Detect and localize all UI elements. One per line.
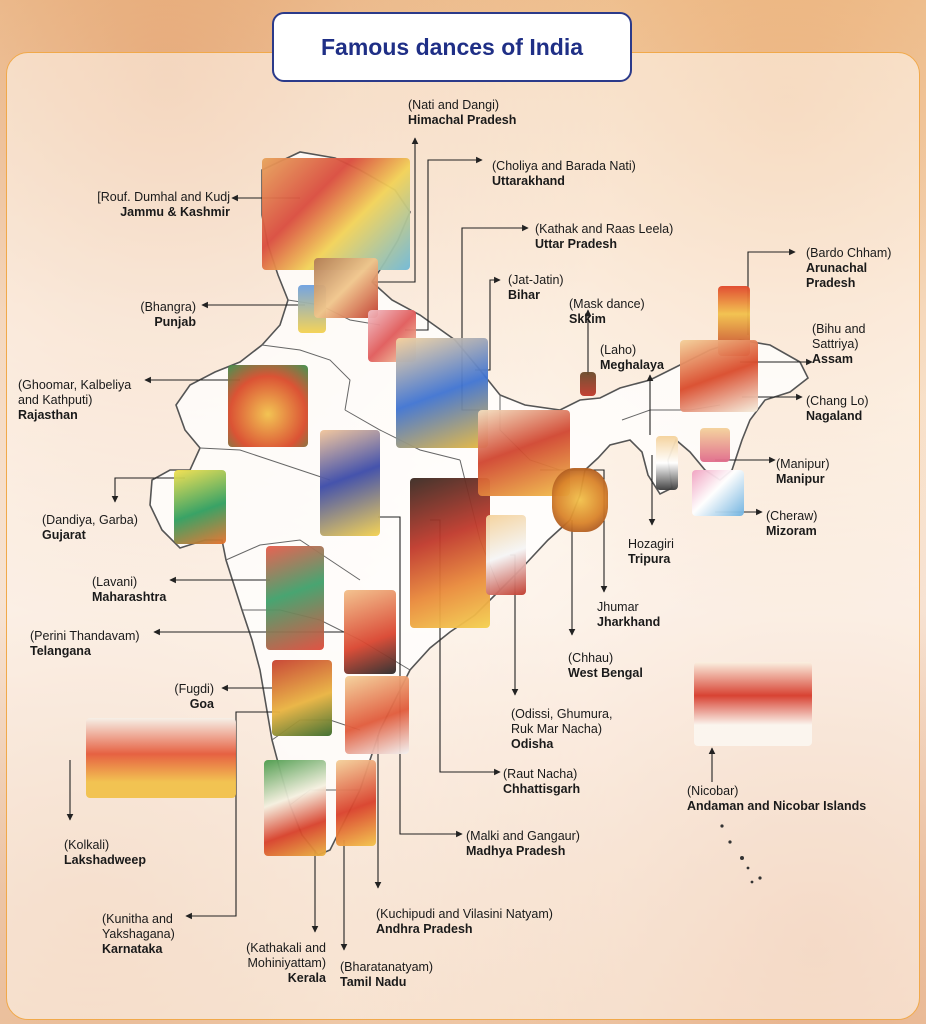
dancer-rajasthan <box>228 365 308 447</box>
label-odisha: (Odissi, Ghumura, Ruk Mar Nacha) Odisha <box>511 707 613 751</box>
label-maharashtra: (Lavani) Maharashtra <box>92 575 167 604</box>
label-uttar-pradesh: (Kathak and Raas Leela) Uttar Pradesh <box>535 222 674 251</box>
label-kerala: (Kathakali and Mohiniyattam) Kerala <box>246 941 326 985</box>
dancers-lakshadweep <box>86 718 236 798</box>
label-meghalaya: (Laho) Meghalaya <box>600 343 664 372</box>
dancers-manipur <box>700 428 730 462</box>
dancer-goa <box>272 660 332 736</box>
dancers-jammu-kashmir <box>262 158 410 270</box>
label-chhattisgarh: (Raut Nacha) Chhattisgarh <box>503 767 581 796</box>
dancer-telangana <box>344 590 396 674</box>
label-lakshadweep: (Kolkali) Lakshadweep <box>64 838 146 867</box>
label-andaman-nicobar: (Nicobar) Andaman and Nicobar Islands <box>687 784 867 813</box>
dancer-maharashtra <box>266 546 324 650</box>
label-tamil-nadu: (Bharatanatyam) Tamil Nadu <box>340 960 434 989</box>
dancers-himachal <box>314 258 378 318</box>
dancer-uttar-pradesh <box>396 338 488 448</box>
dancer-madhya-pradesh <box>320 430 380 536</box>
label-west-bengal: (Chhau) West Bengal <box>568 651 643 680</box>
label-bihar: (Jat-Jatin) Bihar <box>508 273 564 302</box>
label-karnataka: (Kunitha and Yakshagana) Karnataka <box>102 912 175 956</box>
drummers-andaman <box>694 662 812 746</box>
label-goa: (Fugdi) Goa <box>174 682 214 711</box>
dancer-odisha <box>486 515 526 595</box>
label-gujarat: (Dandiya, Garba) Gujarat <box>42 513 138 542</box>
label-himachal-pradesh: (Nati and Dangi) Himachal Pradesh <box>408 98 517 127</box>
label-uttarakhand: (Choliya and Barada Nati) Uttarakhand <box>492 159 636 188</box>
mask-west-bengal <box>552 468 608 532</box>
dancer-meghalaya <box>656 436 678 490</box>
label-telangana: (Perini Thandavam) Telangana <box>30 629 140 658</box>
dancers-assam <box>680 340 758 412</box>
dancer-andhra-pradesh <box>345 676 409 754</box>
label-rajasthan: (Ghoomar, Kalbeliya and Kathputi) Rajast… <box>18 378 132 422</box>
dancers-mizoram <box>692 470 744 516</box>
label-sikkim: (Mask dance) Skkim <box>569 297 645 326</box>
label-mizoram: (Cheraw) Mizoram <box>766 509 818 538</box>
label-manipur: (Manipur) Manipur <box>776 457 830 486</box>
label-jammu-kashmir: [Rouf. Dumhal and Kudj Jammu & Kashmir <box>97 190 230 219</box>
page-title: Famous dances of India <box>321 33 583 60</box>
label-tripura: Hozagiri Tripura <box>628 537 674 566</box>
title-box: Famous dances of India <box>272 12 632 82</box>
andaman-islands <box>720 824 762 884</box>
label-nagaland: (Chang Lo) Nagaland <box>806 394 869 423</box>
dancer-kerala <box>264 760 326 856</box>
label-assam: (Bihu and Sattriya) Assam <box>812 322 866 366</box>
dancers-chhattisgarh <box>410 478 490 628</box>
mask-sikkim <box>580 372 596 396</box>
label-jharkhand: Jhumar Jharkhand <box>597 600 661 629</box>
dancer-tamil-nadu <box>336 760 376 846</box>
label-andhra-pradesh: (Kuchipudi and Vilasini Natyam) Andhra P… <box>376 907 553 936</box>
dancers-gujarat <box>174 470 226 544</box>
label-punjab: (Bhangra) Punjab <box>140 300 196 329</box>
label-arunachal-pradesh: (Bardo Chham) Arunachal Pradesh <box>806 246 892 290</box>
label-madhya-pradesh: (Malki and Gangaur) Madhya Pradesh <box>466 829 580 858</box>
